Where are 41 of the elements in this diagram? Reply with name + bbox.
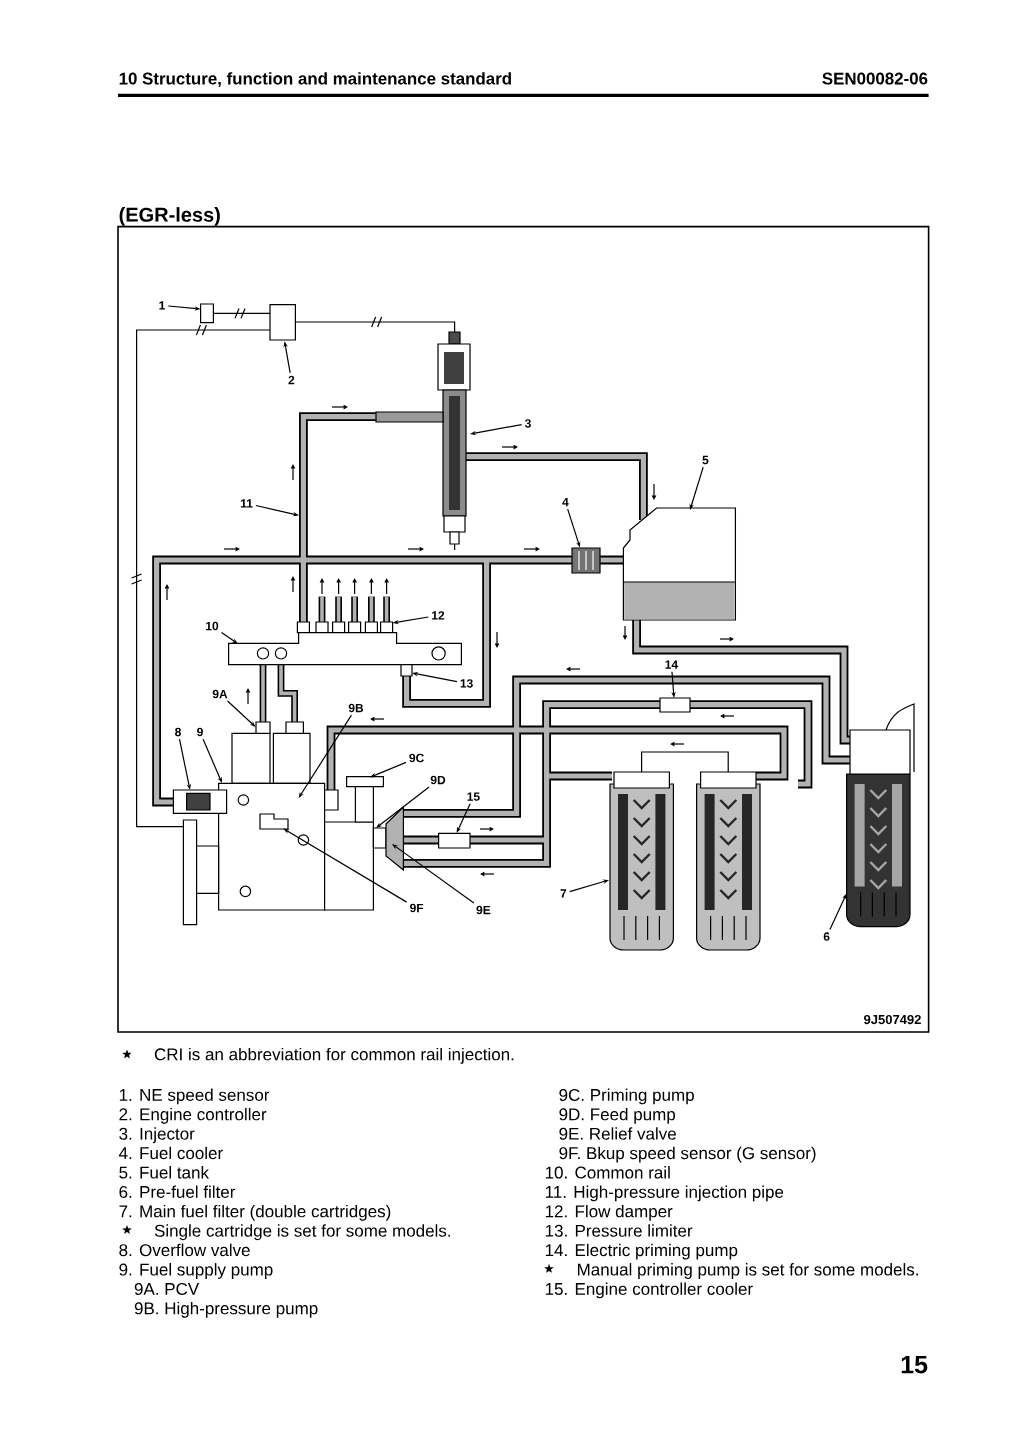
parts-list-item: 12. Flow damper [545, 1204, 673, 1221]
parts-list-item: 6. Pre-fuel filter [119, 1185, 236, 1198]
parts-list-item: 7. Main fuel filter (double cartridges) [119, 1204, 391, 1221]
parts-list-item: 5. Fuel tank [119, 1166, 209, 1179]
parts-list-item: 9D. Feed pump [559, 1107, 676, 1124]
leader-line [298, 714, 353, 798]
parts-list-item: 9E. Relief valve [559, 1127, 676, 1140]
parts-list-item: 4. Fuel cooler [119, 1146, 223, 1160]
parts-list-item: 9B. High-pressure pump [134, 1301, 318, 1318]
parts-list-item: 10. Common rail [545, 1166, 670, 1179]
leader-line [456, 803, 471, 833]
figure-title: (EGR-less) [119, 207, 220, 226]
leader-line [370, 761, 407, 778]
note-text: Single cartridge is set for some models. [154, 1224, 450, 1241]
leader-line [376, 786, 430, 828]
page-header: 10 Structure, function and maintenance standard [119, 72, 511, 87]
parts-list-item: 1. NE speed sensor [119, 1088, 270, 1105]
parts-list-item: 9A. PCV [134, 1282, 200, 1295]
leader-line [392, 844, 475, 904]
parts-list-item: 9. Fuel supply pump [119, 1263, 273, 1279]
parts-list-item: 11. High-pressure injection pipe [545, 1185, 784, 1202]
leader-line [178, 738, 191, 790]
leader-line [671, 671, 676, 698]
parts-list-item: 9C. Priming pump [559, 1088, 694, 1105]
leader-line [569, 879, 609, 893]
page-number: 15 [901, 1356, 928, 1374]
leader-line [689, 466, 704, 510]
leader-line [470, 423, 523, 436]
document-number: SEN00082-06 [822, 72, 928, 85]
parts-list-item: 15. Engine controller cooler [545, 1282, 753, 1299]
note-text: Manual priming pump is set for some models. [578, 1263, 918, 1279]
parts-list-item: 14. Electric priming pump [545, 1243, 738, 1260]
note-text: CRI is an abbreviation for common rail injection. [154, 1047, 514, 1064]
parts-list-item: 9F. Bkup speed sensor (G sensor) [559, 1146, 816, 1163]
leader-line [220, 631, 238, 644]
leader-line [202, 738, 222, 783]
parts-list-item: 3. Injector [119, 1127, 195, 1144]
parts-list-item: 8. Overflow valve [119, 1243, 250, 1257]
leader-line [226, 700, 256, 727]
parts-list-item: 2. Engine controller [119, 1107, 267, 1124]
parts-list-item: 13. Pressure limiter [545, 1224, 693, 1237]
